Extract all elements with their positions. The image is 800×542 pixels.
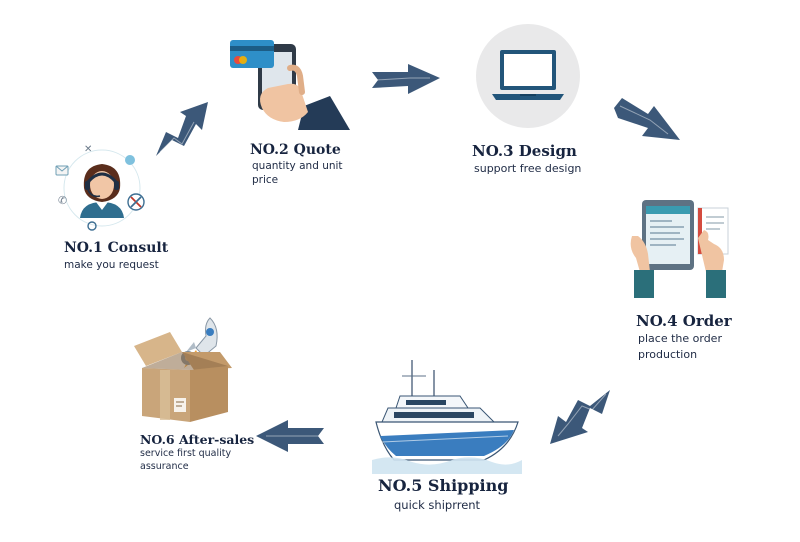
svg-text:✕: ✕ [84,144,92,155]
arrow-1-to-2-icon [156,102,208,156]
arrow-4-to-5-icon [550,390,610,444]
step-6-title: NO.6 After-sales [140,432,255,447]
step-2-title: NO.2 Quote [250,142,341,158]
arrow-3-to-4-icon [614,98,680,140]
step-6-subtitle-line-1: service first quality [140,448,232,459]
svg-text:✆: ✆ [58,194,67,207]
step-5-title: NO.5 Shipping [378,476,509,495]
step-4-subtitle-line-2: production [638,348,698,361]
step-2-subtitle-line-1: quantity and unit [252,160,343,172]
arrow-5-to-6-icon [256,420,324,452]
step-1-title: NO.1 Consult [64,240,169,256]
step-4-subtitle-line-1: place the order [638,332,722,345]
yacht-icon [372,360,522,474]
tablet-document-icon [630,200,729,298]
arrow-2-to-3-icon [372,64,440,94]
step-3-title: NO.3 Design [472,142,577,160]
step-4-title: NO.4 Order [636,312,732,330]
step-3-subtitle: support free design [474,162,582,175]
step-5-subtitle: quick shiprrent [394,498,481,512]
step-2-subtitle-line-2: price [252,174,279,186]
card-payment-phone-icon [230,40,350,130]
laptop-icon [476,24,580,128]
step-6-subtitle-line-2: assurance [140,461,189,472]
open-box-rocket-icon [134,317,232,422]
step-1-subtitle: make you request [64,259,159,271]
customer-service-agent-icon: ✕ ✆ [55,144,145,231]
